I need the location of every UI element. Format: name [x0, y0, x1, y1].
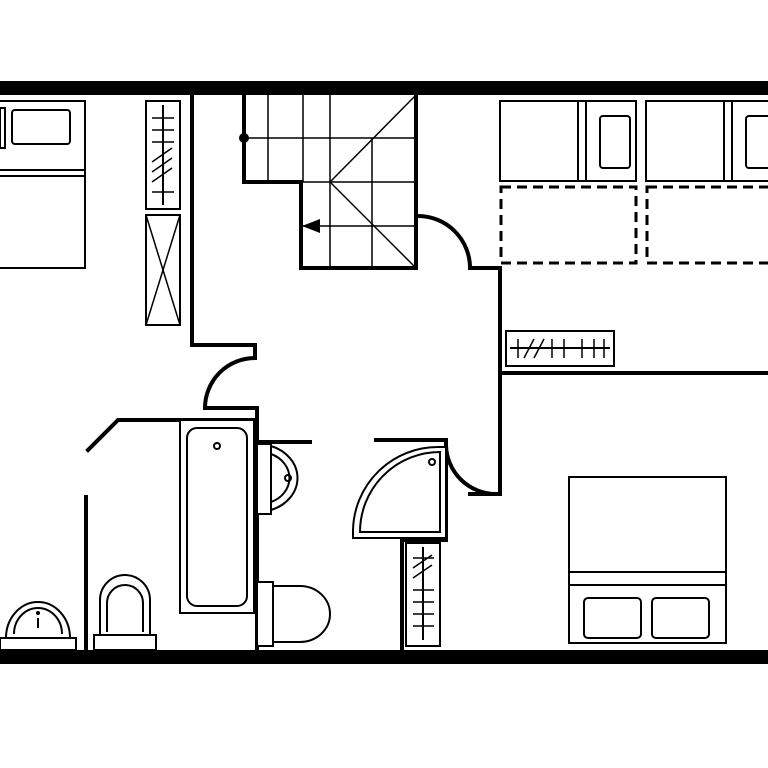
- exterior-walls: [0, 81, 768, 664]
- bathroom-sink: [256, 443, 299, 515]
- wardrobe-left: [145, 100, 181, 326]
- stair-door: [415, 213, 473, 271]
- shower-wall: [374, 438, 448, 652]
- toilet-left: [93, 574, 157, 651]
- left-bed: [0, 100, 86, 269]
- stair-direction-arrow: [302, 219, 320, 233]
- stair-start-dot: [239, 133, 249, 143]
- staircase: [239, 93, 418, 270]
- shower: [352, 446, 447, 539]
- top-exterior-wall: [0, 81, 768, 95]
- hallway-left-wall: [190, 93, 257, 360]
- doors: [202, 213, 499, 497]
- bottom-exterior-wall: [0, 650, 768, 664]
- wardrobe-bottom: [405, 542, 441, 647]
- bathtub: [179, 419, 255, 614]
- bathroom-door: [443, 442, 499, 497]
- wardrobe-right: [505, 330, 615, 367]
- toilet-right: [256, 581, 331, 647]
- top-right-beds: [499, 100, 768, 265]
- bottom-right-bed: [568, 476, 727, 644]
- washbasin-left: [0, 601, 77, 651]
- left-bedroom-door: [202, 355, 258, 411]
